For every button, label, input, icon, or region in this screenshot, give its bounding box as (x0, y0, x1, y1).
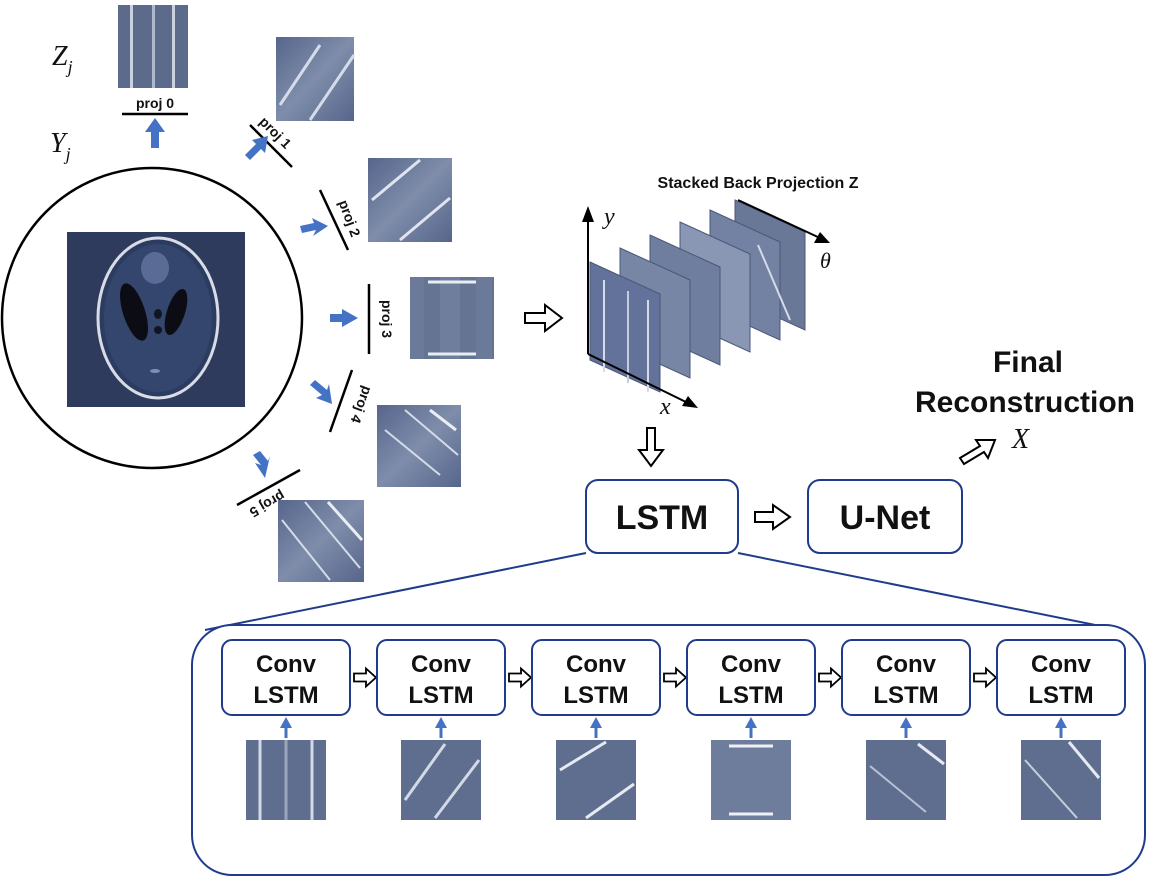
axis-x-label: x (659, 394, 671, 420)
arrow-proj-5 (253, 451, 270, 478)
unet-label: U-Net (840, 499, 931, 537)
input-arrow-head (280, 717, 292, 728)
stack-axes (582, 199, 830, 408)
arrow-proj-0 (145, 118, 165, 148)
convlstm-label-line2: LSTM (408, 682, 473, 709)
lstm-box (585, 479, 739, 554)
convlstm-box (686, 639, 816, 716)
convlstm-input-tile (246, 740, 326, 820)
phantom-image (67, 232, 245, 407)
x-symbol: X (1011, 424, 1030, 455)
convlstm-box (376, 639, 506, 716)
arrow-to-stack (524, 302, 564, 334)
projection-label-4: proj 4 (348, 384, 376, 425)
axis-y-label: y (602, 204, 615, 230)
y-j-symbol: Yj (50, 128, 71, 164)
convlstm-label-line2: LSTM (1028, 682, 1093, 709)
stacked-projections (589, 199, 806, 393)
final-title-line2: Reconstruction (915, 386, 1135, 419)
chain-arrow (508, 666, 533, 689)
arrow-proj-1 (245, 136, 268, 160)
convlstm-label-line2: LSTM (718, 682, 783, 709)
chain-arrow (663, 666, 688, 689)
convlstm-input-tile (866, 740, 946, 820)
input-arrow-head (900, 717, 912, 728)
arrow-proj-4 (310, 380, 332, 404)
convlstm-input-tile (556, 740, 636, 820)
convlstm-box (996, 639, 1126, 716)
lstm-label: LSTM (616, 499, 709, 537)
convlstm-label-line1: Conv (721, 651, 782, 678)
convlstm-input-tile (711, 740, 791, 820)
arrow-to-final (958, 439, 997, 466)
input-arrow-head (590, 717, 602, 728)
projection-label-3: proj 3 (379, 300, 395, 338)
zoom-line-left (204, 552, 587, 631)
convlstm-label-line2: LSTM (873, 682, 938, 709)
stack-title: Stacked Back Projection Z (658, 175, 859, 192)
convlstm-input-tile (1021, 740, 1101, 820)
convlstm-label-line1: Conv (876, 651, 937, 678)
projection-3: proj 3 (330, 277, 494, 359)
chain-arrow (818, 666, 843, 689)
final-title-line1: Final (993, 346, 1063, 379)
arrow-proj-2 (300, 218, 328, 236)
axis-theta-label: θ (820, 248, 831, 273)
arrow-proj-3 (330, 309, 358, 327)
convlstm-label-line1: Conv (411, 651, 472, 678)
arrow-to-lstm (637, 427, 665, 468)
convlstm-label-line1: Conv (1031, 651, 1092, 678)
projection-4: proj 4 (310, 369, 461, 487)
z-j-symbol: Zj (52, 41, 73, 77)
convlstm-box (531, 639, 661, 716)
convlstm-input-tile (401, 740, 481, 820)
arrow-lstm-to-unet (754, 503, 792, 531)
projection-1: proj 1 (245, 37, 356, 168)
convlstm-box (841, 639, 971, 716)
zoom-line-right (737, 552, 1121, 631)
convlstm-box (221, 639, 351, 716)
convlstm-label-line2: LSTM (563, 682, 628, 709)
projection-0: proj 0 (118, 5, 188, 148)
convlstm-chain: ConvLSTMConvLSTMConvLSTMConvLSTMConvLSTM… (221, 639, 1126, 820)
projection-5: proj 5 (236, 451, 364, 582)
input-arrow-head (745, 717, 757, 728)
chain-arrow (353, 666, 378, 689)
convlstm-label-line1: Conv (256, 651, 317, 678)
convlstm-label-line1: Conv (566, 651, 627, 678)
chain-arrow (973, 666, 998, 689)
convlstm-label-line2: LSTM (253, 682, 318, 709)
input-arrow-head (435, 717, 447, 728)
input-arrow-head (1055, 717, 1067, 728)
projection-2: proj 2 (300, 158, 452, 251)
unet-box (807, 479, 963, 554)
projection-label-0: proj 0 (136, 95, 174, 111)
